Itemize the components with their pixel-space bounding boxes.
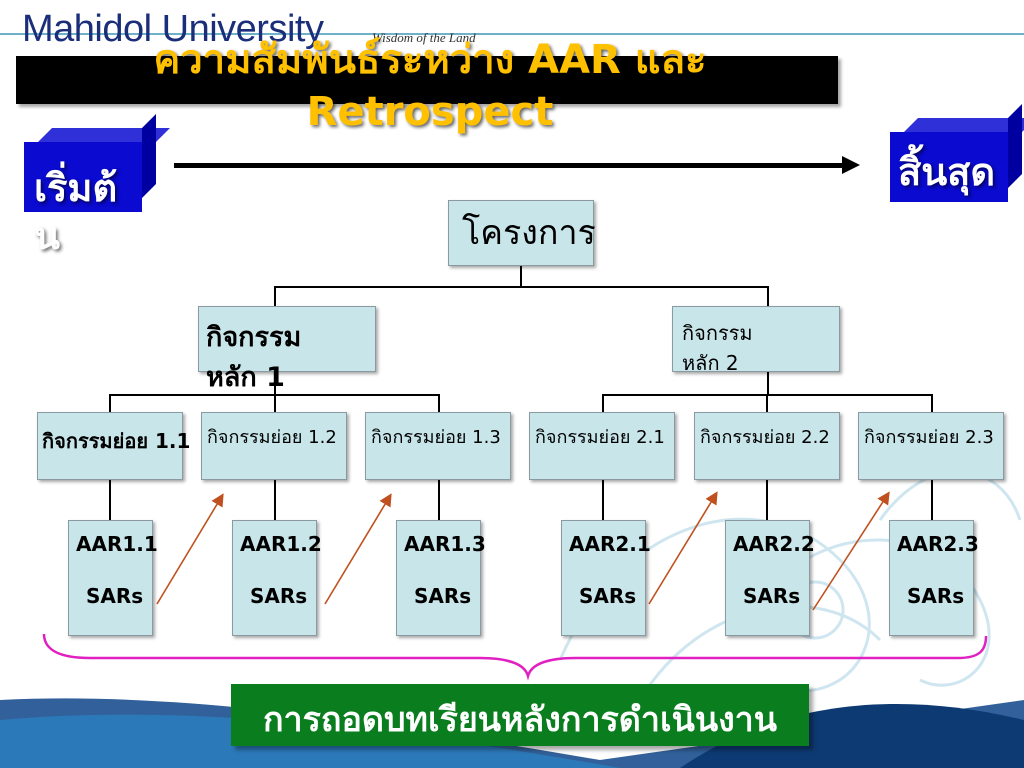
sub-activity-label: กิจกรรมย่อย 1.1 [42, 429, 191, 453]
sub-activity-label: กิจกรรมย่อย 2.2 [700, 427, 830, 448]
sub-activity-label: กิจกรรมย่อย 1.3 [371, 427, 501, 448]
connector [766, 480, 768, 520]
aar-node [68, 520, 153, 636]
connector [767, 286, 769, 306]
aar-sub: SARs [907, 584, 965, 608]
aar-sub: SARs [579, 584, 637, 608]
aar-code: AAR2.1 [569, 532, 651, 556]
sub-activity-node [694, 412, 840, 480]
connector [109, 480, 111, 520]
aar-code: AAR2.3 [897, 532, 979, 556]
end-box [890, 104, 1024, 202]
timeline-arrow-shaft [174, 163, 846, 168]
summary-brace [42, 633, 988, 681]
connector [274, 286, 768, 288]
root-node [448, 200, 594, 266]
feedback-arrow [648, 491, 718, 605]
aar-code: AAR1.3 [404, 532, 486, 556]
aar-sub: SARs [414, 584, 472, 608]
sub-activity-node [365, 412, 511, 480]
connector [767, 372, 769, 394]
connector [274, 286, 276, 306]
connector [520, 266, 522, 286]
connector [602, 480, 604, 520]
connector [931, 480, 933, 520]
main-activity-label: กิจกรรมหลัก 1 [206, 322, 302, 393]
sub-activity-label: กิจกรรมย่อย 2.1 [535, 427, 665, 448]
aar-code: AAR1.2 [240, 532, 322, 556]
end-label: สิ้นสุด [898, 150, 996, 194]
sub-activity-label: กิจกรรมย่อย 2.3 [864, 427, 994, 448]
aar-node [232, 520, 317, 636]
aar-code: AAR2.2 [733, 532, 815, 556]
header-rule [0, 33, 1024, 35]
feedback-arrow [324, 493, 392, 605]
main-activity-label: กิจกรรมหลัก 2 [682, 321, 753, 375]
aar-node [396, 520, 481, 636]
sub-activity-node [529, 412, 675, 480]
feedback-arrow [156, 493, 224, 605]
university-name: Mahidol University [22, 8, 324, 50]
aar-sub: SARs [743, 584, 801, 608]
timeline-arrow-head [842, 156, 860, 174]
connector [931, 394, 933, 412]
sub-activity-label: กิจกรรมย่อย 1.2 [207, 427, 337, 448]
aar-sub: SARs [86, 584, 144, 608]
root-node-label: โครงการ [462, 213, 596, 253]
connector [602, 394, 604, 412]
aar-sub: SARs [250, 584, 308, 608]
aar-code: AAR1.1 [76, 532, 158, 556]
summary-label: การถอดบทเรียนหลังการดำเนินงาน [262, 700, 778, 740]
connector [438, 394, 440, 412]
connector [766, 394, 768, 412]
aar-node [725, 520, 810, 636]
summary-box [231, 684, 809, 746]
start-box [24, 114, 170, 212]
sub-activity-node [37, 412, 183, 480]
start-label: เริ่มต้น [34, 166, 118, 258]
connector [274, 394, 276, 412]
connector [274, 372, 276, 394]
title-bar [16, 56, 838, 104]
aar-node [889, 520, 974, 636]
sub-activity-node [201, 412, 347, 480]
sub-activity-node [858, 412, 1004, 480]
slide-title: ความสัมพันธ์ระหว่าง AAR และ Retrospect [153, 37, 707, 135]
connector [438, 480, 440, 520]
connector [274, 480, 276, 520]
university-motto: Wisdom of the Land [372, 30, 476, 45]
main-activity-node [198, 306, 376, 372]
feedback-arrow [812, 491, 890, 611]
connector [109, 394, 111, 412]
main-activity-node [672, 306, 840, 372]
aar-node [561, 520, 646, 636]
